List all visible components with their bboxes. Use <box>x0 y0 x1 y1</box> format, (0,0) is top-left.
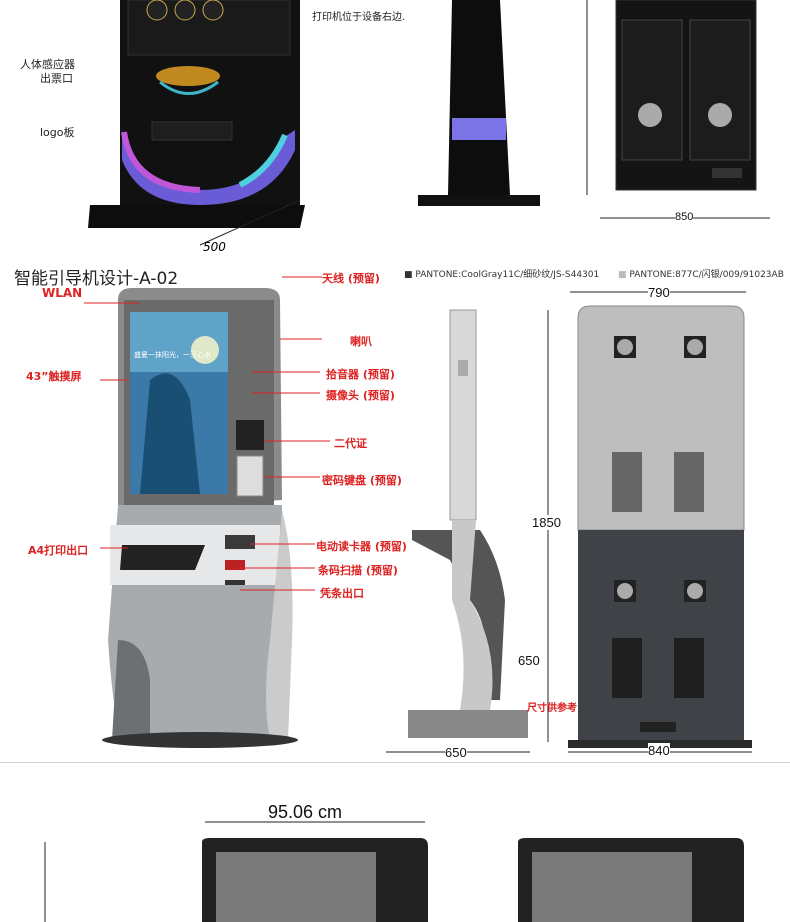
size-note: 尺寸供参考 <box>527 703 577 714</box>
main-kiosk-side <box>386 309 530 753</box>
dim-side-depth: 650 <box>445 745 467 760</box>
pantone-2-text: PANTONE:877C/闪银/009/91023AB <box>629 270 784 280</box>
callout-pinpad: 密码键盘 (预留) <box>322 474 402 487</box>
callout-lines <box>84 276 330 591</box>
label-logo: logo板 <box>40 126 75 139</box>
section-divider <box>0 762 790 763</box>
pantone-1-text: PANTONE:CoolGray11C/细砂纹/JS-S44301 <box>415 270 600 280</box>
callout-screen: 43”触摸屏 <box>26 370 82 383</box>
pantone-2: ■ PANTONE:877C/闪银/009/91023AB <box>618 270 784 280</box>
printer-note: 打印机位于设备右边. <box>312 12 406 23</box>
top-kiosk-back <box>586 0 770 219</box>
pantone-1: ■ PANTONE:CoolGray11C/细砂纹/JS-S44301 <box>404 270 600 280</box>
callout-barcode: 条码扫描 (预留) <box>318 564 398 577</box>
callout-a4: A4打印出口 <box>28 544 89 557</box>
main-kiosk-back <box>547 291 752 753</box>
top-kiosk-front <box>88 0 305 246</box>
design-title: 智能引导机设计-A-02 <box>14 269 179 289</box>
callout-idcard: 二代证 <box>334 437 367 450</box>
callout-speaker: 喇叭 <box>350 335 372 348</box>
dim-top-width: 850 <box>675 211 694 223</box>
dim-lower-height: 650 <box>518 653 540 668</box>
callout-antenna: 天线 (预留) <box>322 272 380 285</box>
dim-base: 840 <box>648 743 670 758</box>
top-kiosk-side <box>418 0 540 206</box>
callout-mic: 拾音器 (预留) <box>326 368 395 381</box>
bottom-section <box>44 821 744 922</box>
dim-top-depth: 500 <box>203 240 226 254</box>
screen-text: 盛夏一抹阳光，一汪心水 <box>134 351 211 359</box>
callout-receipt: 凭条出口 <box>320 587 364 600</box>
callout-camera: 摄像头 (预留) <box>326 389 395 402</box>
label-sensor: 人体感应器 <box>20 58 75 71</box>
label-ticket: 出票口 <box>40 72 73 85</box>
dim-height: 1850 <box>532 515 561 530</box>
dim-bottom: 95.06 cm <box>268 802 343 822</box>
dim-width-top: 790 <box>648 285 670 300</box>
label-wlan: WLAN <box>42 286 83 300</box>
callout-cardreader: 电动读卡器 (预留) <box>316 540 407 553</box>
